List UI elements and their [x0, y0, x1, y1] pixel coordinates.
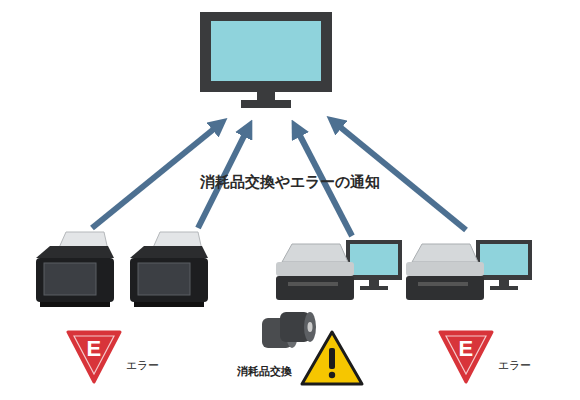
output-slot [418, 282, 468, 286]
roller-icon [262, 312, 316, 348]
consumable-label: 消耗品交換 [237, 364, 292, 379]
pc-monitor-neck [499, 280, 509, 286]
central-monitor [200, 12, 332, 108]
scanner-top [36, 246, 114, 258]
pc-monitor-frame [346, 240, 402, 280]
scanner-body [406, 276, 484, 300]
network-scanner [130, 232, 208, 307]
pc-monitor-base [360, 286, 388, 290]
roller-hub [308, 322, 313, 332]
pc-monitor-base [490, 286, 518, 290]
warning-dot [329, 372, 335, 378]
monitor-neck [257, 92, 275, 101]
pc-monitor-neck [369, 280, 379, 286]
scanner-top [276, 262, 354, 276]
error-triangle-rim [74, 336, 114, 374]
warning-triangle [302, 332, 362, 384]
error-letter: E [459, 336, 474, 362]
error-letter: E [87, 336, 102, 362]
monitor-frame [200, 12, 332, 92]
network-scanner [36, 232, 114, 307]
pc-monitor-screen [480, 244, 528, 275]
scanner-body [130, 258, 208, 302]
scanner-top [130, 246, 208, 258]
paper-chute [282, 244, 348, 262]
error-triangle [440, 332, 492, 382]
warning-sign [302, 332, 362, 384]
scanner-with-pc [406, 240, 532, 300]
roller-end [304, 312, 316, 342]
error-sign-node: E エラー [66, 328, 176, 388]
pc-monitor-frame [476, 240, 532, 280]
touch-screen [44, 263, 96, 295]
notification-caption: 消耗品交換やエラーの通知 [200, 173, 380, 192]
pc-monitor-screen [350, 244, 398, 275]
scanner-body [276, 276, 354, 300]
scanner-body [36, 258, 114, 302]
error-triangle [68, 332, 120, 382]
error-triangle-rim [446, 336, 486, 374]
scanner-foot [134, 302, 204, 307]
output-slot [288, 282, 338, 286]
warning-bar [329, 348, 335, 369]
scanner-top [406, 262, 484, 276]
monitor-screen [211, 21, 321, 81]
monitor-base [241, 100, 291, 108]
error-label: エラー [126, 358, 159, 373]
error-label: エラー [498, 358, 531, 373]
scanner-foot [40, 302, 110, 307]
scanner-with-pc [276, 240, 402, 300]
notification-arrows [92, 122, 466, 236]
paper-chute [412, 244, 478, 262]
error-sign-node: E エラー [438, 328, 548, 388]
touch-screen [138, 263, 190, 295]
